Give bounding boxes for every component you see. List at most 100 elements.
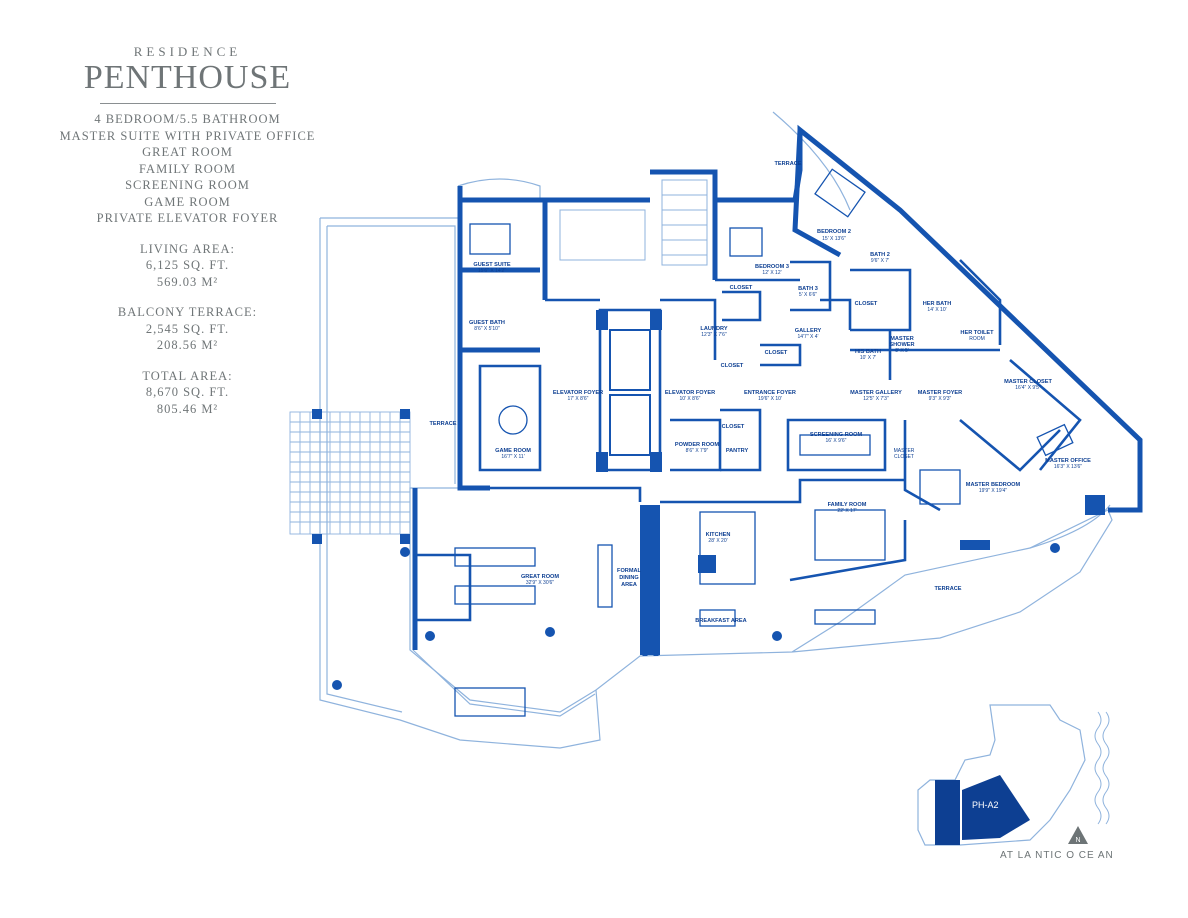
total-area: TOTAL AREA: 8,670 SQ. FT. 805.46 M² (40, 368, 335, 418)
closet-lower-label: CLOSET (721, 363, 744, 369)
bath3-size: 5' X 6'6" (799, 292, 817, 298)
feature-item: MASTER SUITE WITH PRIVATE OFFICE (59, 128, 316, 143)
his-bath-label: HIS BATH (855, 349, 881, 355)
residence-subtitle: RESIDENCE (133, 44, 242, 59)
kitchen-label: KITCHEN (706, 532, 731, 538)
family-room-size: 22' X 17' (837, 508, 856, 514)
residence-title: PENTHOUSE (83, 59, 292, 96)
screening-room-label: SCREENING ROOM (810, 432, 863, 438)
elevator-foyer1-label: ELEVATOR FOYER (553, 390, 603, 396)
gallery-label: GALLERY (795, 328, 822, 334)
bedroom2-size: 15' X 13'6" (822, 236, 846, 242)
master-closet-size: 16'4" X 9'5" (1015, 385, 1041, 391)
master-foyer-label: MASTER FOYER (918, 390, 962, 396)
master-gallery-label: MASTER GALLERY (850, 390, 902, 396)
gallery-size: 14'7" X 4' (798, 334, 819, 340)
key-plan: PH-A2 N AT LA NTIC O CE AN (917, 704, 1113, 861)
formal-dining-label-3: AREA (621, 582, 637, 588)
bedroom2-bed (814, 168, 866, 218)
master-foyer-size: 9'3" X 9'3" (929, 396, 952, 402)
powder-room-size: 8'6" X 7'9" (686, 448, 709, 454)
master-bedroom-size: 19'9" X 19'4" (979, 488, 1007, 494)
family-sofa (814, 509, 886, 561)
north-label: N (1075, 837, 1080, 844)
title-rule (99, 103, 276, 104)
elevator-foyer2-label: ELEVATOR FOYER (665, 390, 715, 396)
master-closet-small-label: MASTER (894, 448, 915, 454)
terrace-lounge (454, 687, 526, 717)
master-office-label: MASTER OFFICE (1045, 458, 1091, 464)
feature-list: 4 BEDROOM/5.5 BATHROOM MASTER SUITE WITH… (40, 111, 335, 227)
closet-hall-label: CLOSET (765, 350, 788, 356)
laundry-label: LAUNDRY (700, 326, 727, 332)
elevator-foyer1-size: 17' X 8'6" (568, 396, 589, 402)
her-bath-size: 14' X 10' (927, 307, 946, 313)
bath2-label: BATH 2 (870, 252, 890, 258)
balcony-area-sqft: 2,545 SQ. FT. (145, 321, 230, 336)
her-toilet-label: HER TOILET (960, 330, 994, 336)
terrace-left-label: TERRACE (429, 421, 456, 427)
feature-item: FAMILY ROOM (139, 161, 236, 176)
her-bath-label: HER BATH (923, 301, 952, 307)
game-room-label: GAME ROOM (495, 448, 531, 454)
bath2-size: 9'6" X 7' (871, 258, 889, 264)
guest-bath-label: GUEST BATH (469, 320, 505, 326)
game-table (498, 405, 528, 435)
master-shower-label-2: SHOWER (889, 342, 914, 348)
family-room-label: FAMILY ROOM (828, 502, 867, 508)
unit-label: PH-A2 (972, 800, 999, 810)
living-area-label: LIVING AREA: (140, 241, 235, 256)
master-bed (919, 469, 961, 505)
living-area-m2: 569.03 M² (156, 274, 219, 289)
formal-dining-label-1: FORMAL (617, 568, 642, 574)
master-shower-size: 8' X 5' (895, 348, 909, 354)
furniture (454, 168, 1074, 717)
closet-powder-label: CLOSET (722, 424, 745, 430)
entrance-foyer-label: ENTRANCE FOYER (744, 390, 796, 396)
guest-bath-size: 8'6" X 5'10" (474, 326, 500, 332)
feature-item: PRIVATE ELEVATOR FOYER (96, 211, 279, 225)
balcony-area-label: BALCONY TERRACE: (117, 305, 258, 319)
balcony-area-m2: 208.56 M² (156, 338, 219, 352)
terrace-seating (814, 609, 876, 625)
screening-room-size: 16' X 9'6" (826, 438, 847, 444)
elevator-foyer2-size: 10' X 8'6" (680, 396, 701, 402)
closet-b2-label: CLOSET (855, 301, 878, 307)
great-room-table-1 (454, 547, 536, 567)
wall-solids (596, 310, 1105, 655)
terrace-bottom-label: TERRACE (934, 586, 961, 592)
bedroom3-bed (729, 227, 763, 257)
total-area-m2: 805.46 M² (156, 401, 219, 416)
total-area-sqft: 8,670 SQ. FT. (145, 385, 230, 399)
master-gallery-size: 12'5" X 7'3" (863, 396, 889, 402)
great-room-label: GREAT ROOM (521, 574, 559, 580)
living-area: LIVING AREA: 6,125 SQ. FT. 569.03 M² (40, 241, 335, 291)
living-area-sqft: 6,125 SQ. FT. (145, 258, 230, 272)
terrace-top-label: TERRACE (774, 161, 801, 167)
dining-table (597, 544, 613, 608)
bath3-label: BATH 3 (798, 286, 818, 292)
feature-item: GREAT ROOM (142, 145, 233, 159)
pergola-columns (312, 409, 410, 544)
master-bedroom-label: MASTER BEDROOM (966, 482, 1021, 488)
breakfast-table (699, 609, 736, 627)
feature-item: SCREENING ROOM (125, 178, 250, 192)
total-area-label: TOTAL AREA: (142, 368, 233, 383)
core (559, 179, 708, 456)
feature-item: GAME ROOM (144, 194, 231, 209)
terrace-outline (319, 111, 1113, 749)
master-office-size: 16'3" X 13'6" (1054, 464, 1082, 470)
bedroom3-size: 12' X 12' (762, 270, 781, 276)
his-bath-size: 10' X 7' (860, 355, 876, 361)
kitchen-island (699, 511, 756, 585)
balcony-area: BALCONY TERRACE: 2,545 SQ. FT. 208.56 M² (40, 304, 335, 354)
north-arrow-icon (1068, 826, 1088, 844)
game-room-size: 16'7" X 11' (501, 454, 524, 460)
closet-b3-label: CLOSET (730, 285, 753, 291)
great-room-table-2 (454, 585, 536, 605)
guest-bed (469, 223, 511, 255)
her-toilet-size: ROOM (969, 336, 985, 342)
master-closet-small-label-2: CLOSET (894, 454, 914, 460)
feature-item: 4 BEDROOM/5.5 BATHROOM (94, 112, 281, 126)
